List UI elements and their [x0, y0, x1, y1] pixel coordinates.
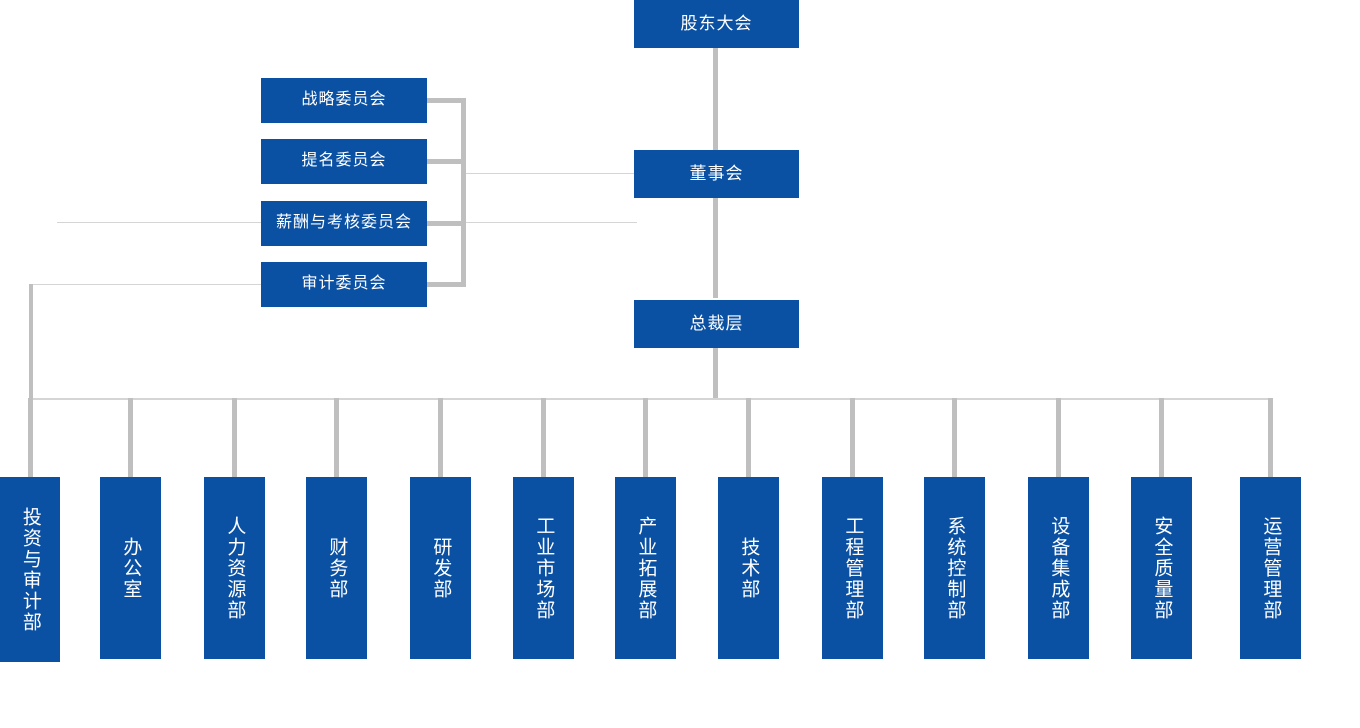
- node-nomination-committee[interactable]: 提名委员会: [261, 139, 427, 184]
- node-system-control-dept[interactable]: 系统控制部: [924, 477, 985, 659]
- node-research-development-dept[interactable]: 研发部: [410, 477, 471, 659]
- connector-department-bus: [29, 398, 1273, 400]
- node-industrial-market-dept[interactable]: 工业市场部: [513, 477, 574, 659]
- node-investment-audit-dept-label: 投资与审计部: [19, 506, 41, 633]
- connector-president-to-bus: [713, 348, 718, 400]
- node-investment-audit-dept[interactable]: 投资与审计部: [0, 477, 60, 662]
- connector-drop-dept-1: [28, 398, 33, 478]
- node-president-office-label: 总裁层: [689, 313, 744, 333]
- node-engineering-management-dept[interactable]: 工程管理部: [822, 477, 883, 659]
- node-human-resources-dept-label: 人力资源部: [224, 515, 246, 621]
- node-compensation-committee[interactable]: 薪酬与考核委员会: [261, 201, 427, 246]
- connector-audit-down: [29, 284, 33, 399]
- node-strategy-committee-label: 战略委员会: [301, 91, 387, 109]
- node-equipment-integration-dept[interactable]: 设备集成部: [1028, 477, 1089, 659]
- connector-drop-dept-5: [438, 398, 443, 478]
- connector-drop-dept-4: [334, 398, 339, 478]
- connector-drop-dept-12: [1159, 398, 1164, 478]
- node-audit-committee-label: 审计委员会: [301, 275, 387, 293]
- connector-shareholders-to-board: [713, 48, 718, 150]
- connector-audit-stub: [427, 282, 466, 287]
- connector-drop-dept-3: [232, 398, 237, 478]
- node-finance-dept[interactable]: 财务部: [306, 477, 367, 659]
- node-human-resources-dept[interactable]: 人力资源部: [204, 477, 265, 659]
- node-industry-expansion-dept[interactable]: 产业拓展部: [615, 477, 676, 659]
- node-system-control-dept-label: 系统控制部: [944, 515, 966, 621]
- connector-drop-dept-2: [128, 398, 133, 478]
- node-technology-dept[interactable]: 技术部: [718, 477, 779, 659]
- connector-compensation-stub: [427, 221, 466, 226]
- node-audit-committee[interactable]: 审计委员会: [261, 262, 427, 307]
- connector-nomination-stub: [427, 159, 466, 164]
- node-operations-management-dept-label: 运营管理部: [1260, 515, 1282, 621]
- node-industrial-market-dept-label: 工业市场部: [533, 515, 555, 621]
- connector-strategy-stub: [427, 98, 466, 103]
- node-safety-quality-dept-label: 安全质量部: [1151, 515, 1173, 621]
- connector-audit-to-left: [29, 284, 261, 285]
- connector-committees-to-board: [466, 173, 635, 174]
- connector-drop-dept-13: [1268, 398, 1273, 478]
- connector-compensation-right-line: [466, 222, 637, 223]
- node-equipment-integration-dept-label: 设备集成部: [1048, 515, 1070, 621]
- node-compensation-committee-label: 薪酬与考核委员会: [275, 214, 412, 232]
- connector-drop-dept-8: [746, 398, 751, 478]
- connector-drop-dept-10: [952, 398, 957, 478]
- connector-drop-dept-7: [643, 398, 648, 478]
- node-office-dept-label: 办公室: [120, 536, 142, 600]
- node-board-of-directors-label: 董事会: [689, 163, 744, 183]
- node-nomination-committee-label: 提名委员会: [301, 152, 387, 170]
- connector-compensation-left-line: [57, 222, 261, 223]
- node-technology-dept-label: 技术部: [738, 536, 760, 600]
- node-president-office[interactable]: 总裁层: [634, 300, 799, 348]
- connector-drop-dept-6: [541, 398, 546, 478]
- node-operations-management-dept[interactable]: 运营管理部: [1240, 477, 1301, 659]
- connector-drop-dept-11: [1056, 398, 1061, 478]
- node-safety-quality-dept[interactable]: 安全质量部: [1131, 477, 1192, 659]
- node-shareholders-meeting-label: 股东大会: [680, 13, 753, 33]
- connector-board-to-president: [713, 198, 718, 298]
- connector-drop-dept-9: [850, 398, 855, 478]
- node-research-development-dept-label: 研发部: [430, 536, 452, 600]
- connector-committee-spine: [461, 98, 466, 286]
- node-shareholders-meeting[interactable]: 股东大会: [634, 0, 799, 48]
- node-industry-expansion-dept-label: 产业拓展部: [635, 515, 657, 621]
- node-office-dept[interactable]: 办公室: [100, 477, 161, 659]
- node-engineering-management-dept-label: 工程管理部: [842, 515, 864, 621]
- node-finance-dept-label: 财务部: [326, 536, 348, 600]
- node-strategy-committee[interactable]: 战略委员会: [261, 78, 427, 123]
- node-board-of-directors[interactable]: 董事会: [634, 150, 799, 198]
